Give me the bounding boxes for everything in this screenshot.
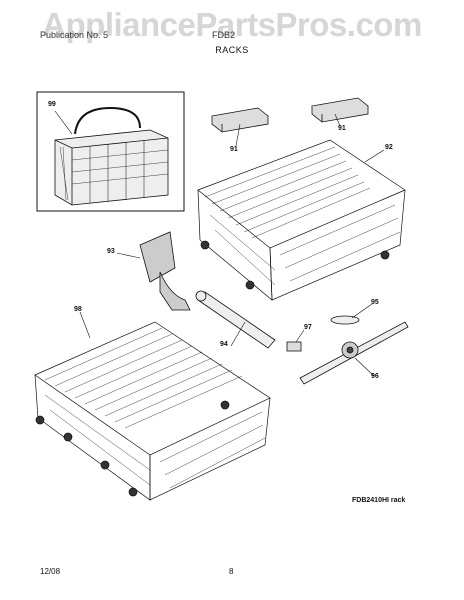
callout-93: 93	[107, 248, 115, 255]
rack-model-note: FDB2410HI rack	[352, 497, 406, 504]
rack-manifold[interactable]	[139, 231, 191, 311]
lower-rack[interactable]	[34, 321, 271, 501]
callout-94: 94	[220, 341, 228, 348]
spray-arm-clip[interactable]	[286, 341, 302, 352]
footer-page-number: 8	[229, 567, 234, 576]
publication-header: Publication No. 5	[40, 30, 109, 40]
callout-95: 95	[371, 299, 379, 306]
rack-clip-right[interactable]	[311, 97, 369, 123]
spray-arm-seal[interactable]	[330, 315, 360, 325]
silverware-basket[interactable]	[36, 91, 185, 212]
rack-clip-left[interactable]	[211, 107, 269, 133]
model-header: FDB2	[212, 30, 236, 40]
spray-tube[interactable]	[195, 290, 276, 349]
callout-97: 97	[304, 324, 312, 331]
callout-96: 96	[371, 373, 379, 380]
callout-99: 99	[48, 101, 56, 108]
footer-date: 12/08	[40, 567, 61, 576]
callout-92: 92	[385, 144, 393, 151]
section-title: RACKS	[215, 45, 249, 55]
upper-rack[interactable]	[197, 139, 406, 301]
watermark: AppliancePartsPros.com	[42, 6, 422, 43]
callout-91-left: 91	[230, 146, 238, 153]
upper-spray-arm[interactable]	[299, 321, 409, 385]
callout-91-right: 91	[338, 125, 346, 132]
leader-lines	[54, 110, 385, 377]
callout-98: 98	[74, 306, 82, 313]
